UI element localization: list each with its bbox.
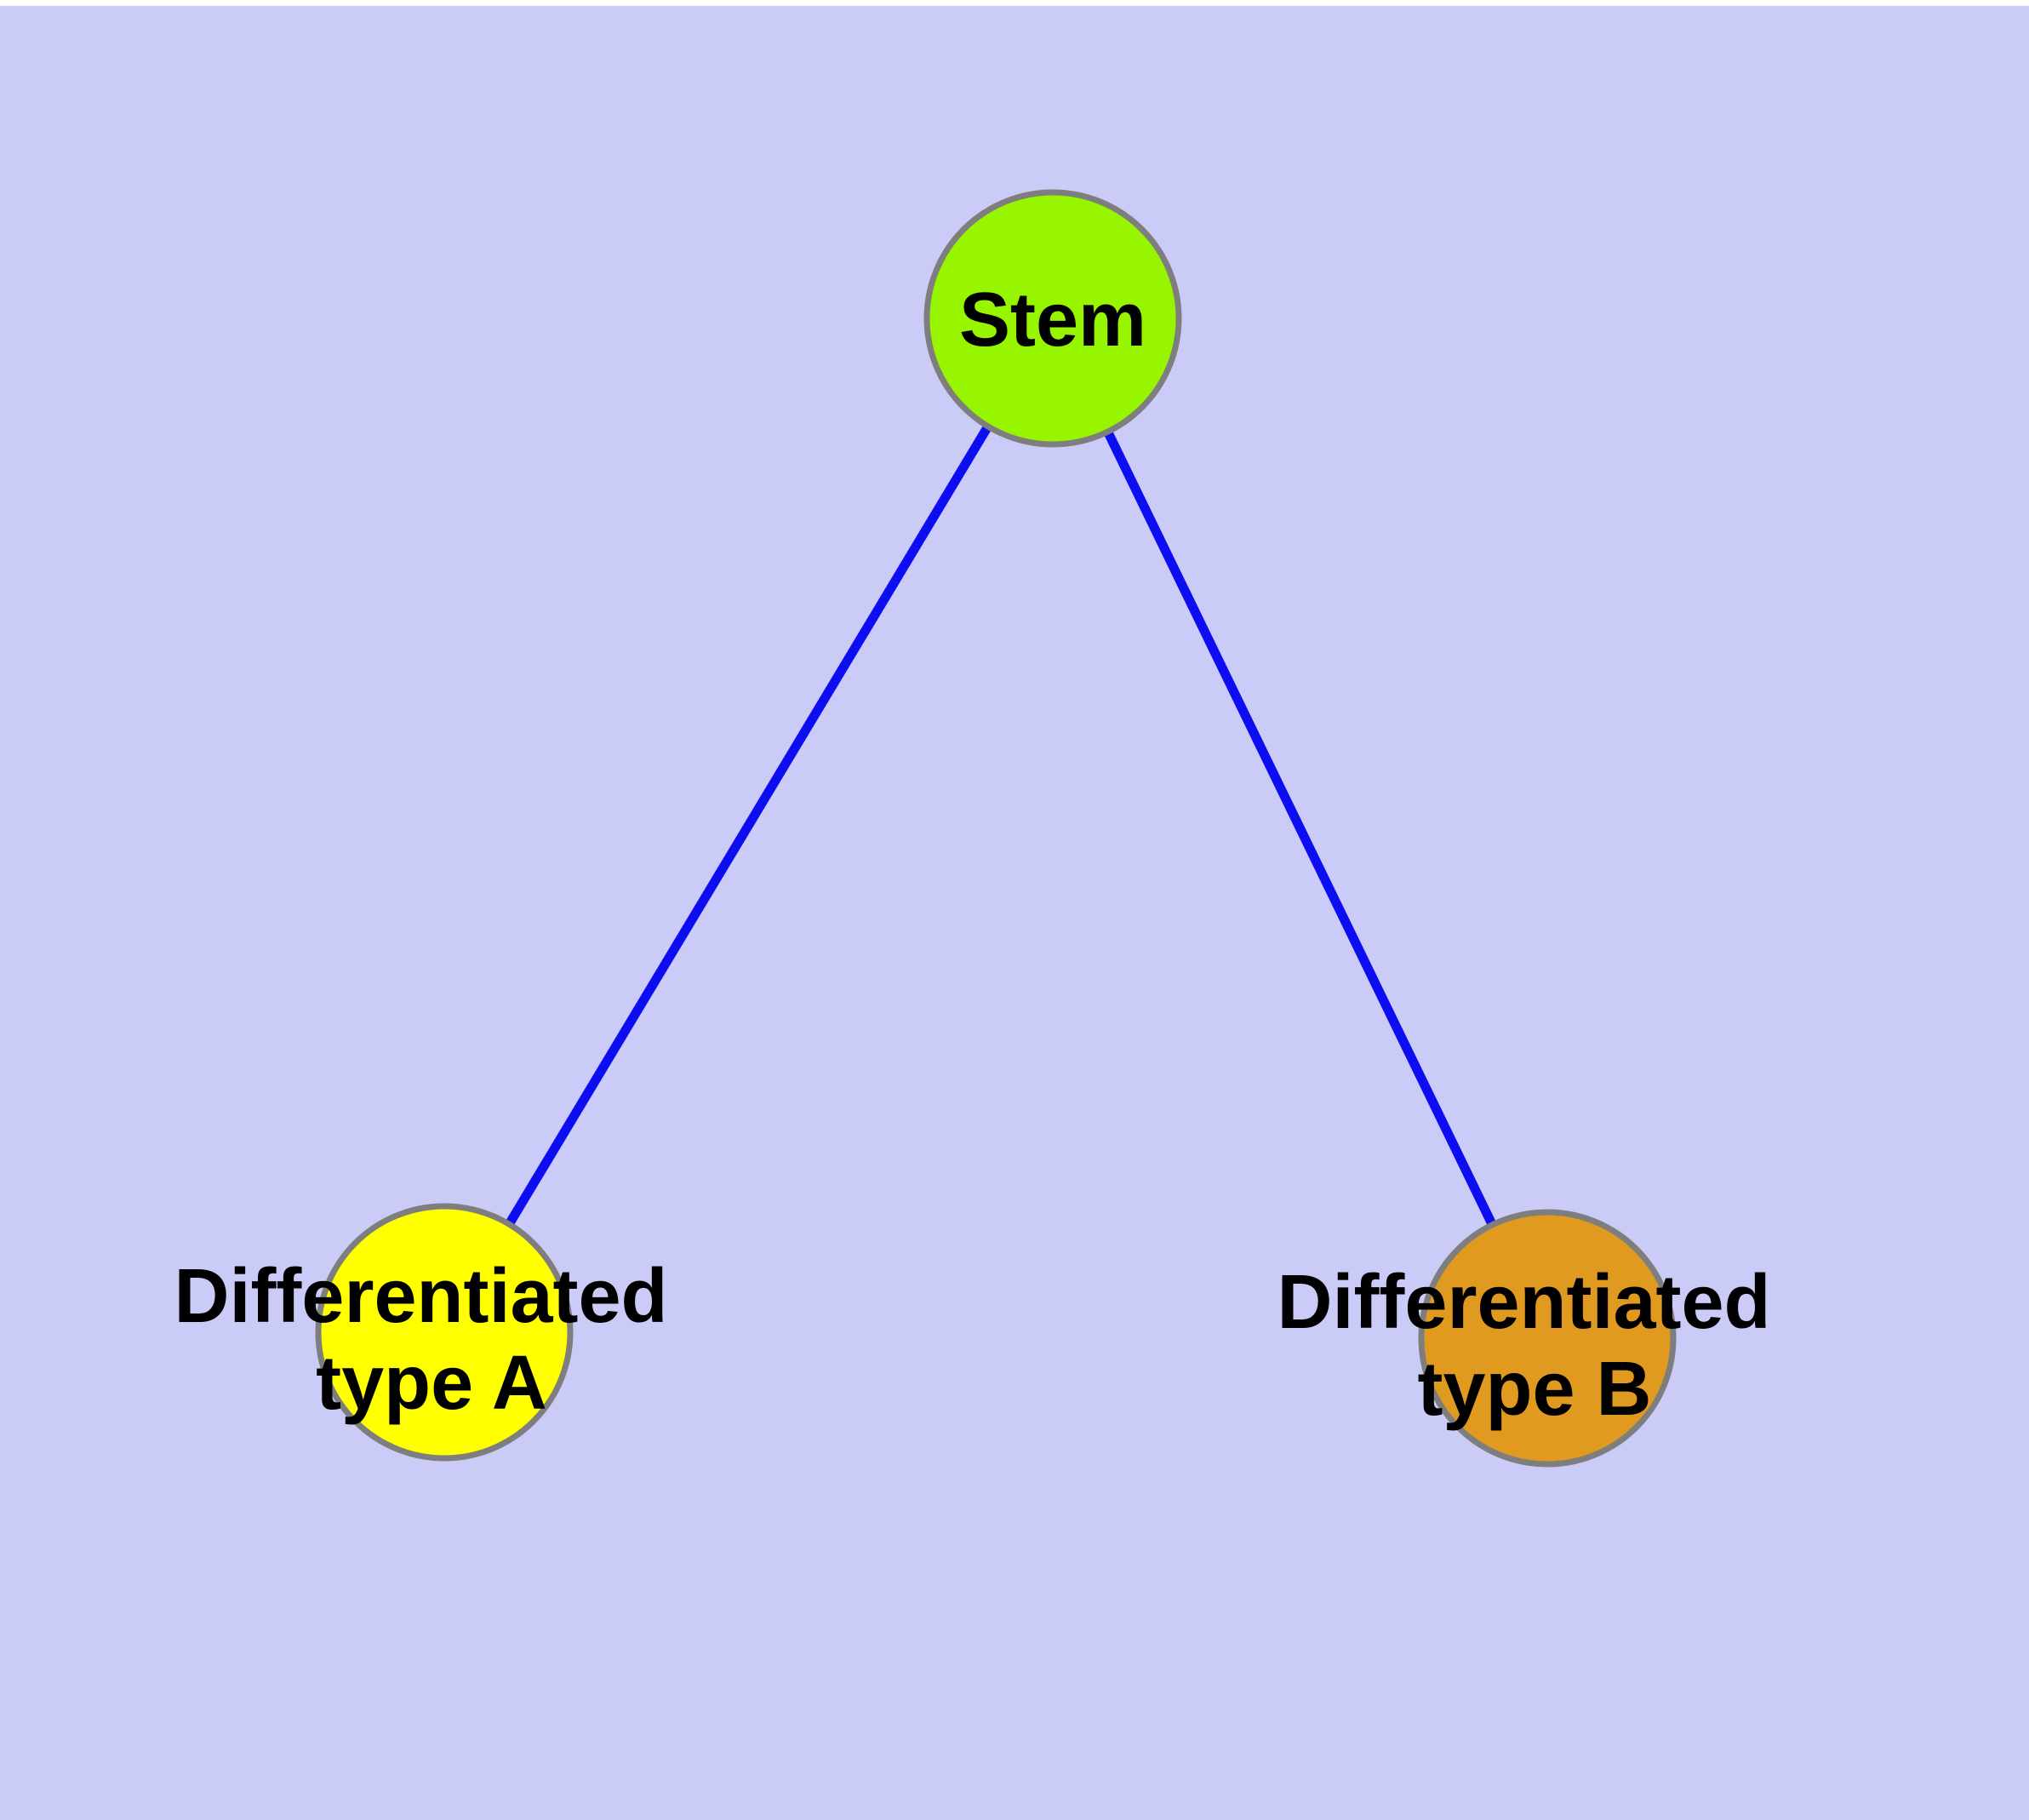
node-differentiated-type-b[interactable] <box>1418 1209 1677 1468</box>
node-type-a-label-line1: Differentiated <box>174 1254 667 1339</box>
node-type-b-label-line2: type B <box>1417 1347 1651 1432</box>
edge-stem-to-type-a[interactable] <box>440 316 1057 1335</box>
node-type-a-label: Differentiated type A <box>174 1254 689 1426</box>
node-type-b-label: Differentiated type B <box>1277 1260 1792 1432</box>
node-differentiated-type-a[interactable] <box>315 1203 574 1462</box>
edge-stem-to-type-b[interactable] <box>1049 316 1552 1341</box>
node-stem[interactable] <box>923 189 1182 448</box>
node-stem-label: Stem <box>959 278 1146 363</box>
node-type-b-label-line1: Differentiated <box>1277 1260 1770 1345</box>
node-type-a-label-line2: type A <box>316 1341 547 1426</box>
